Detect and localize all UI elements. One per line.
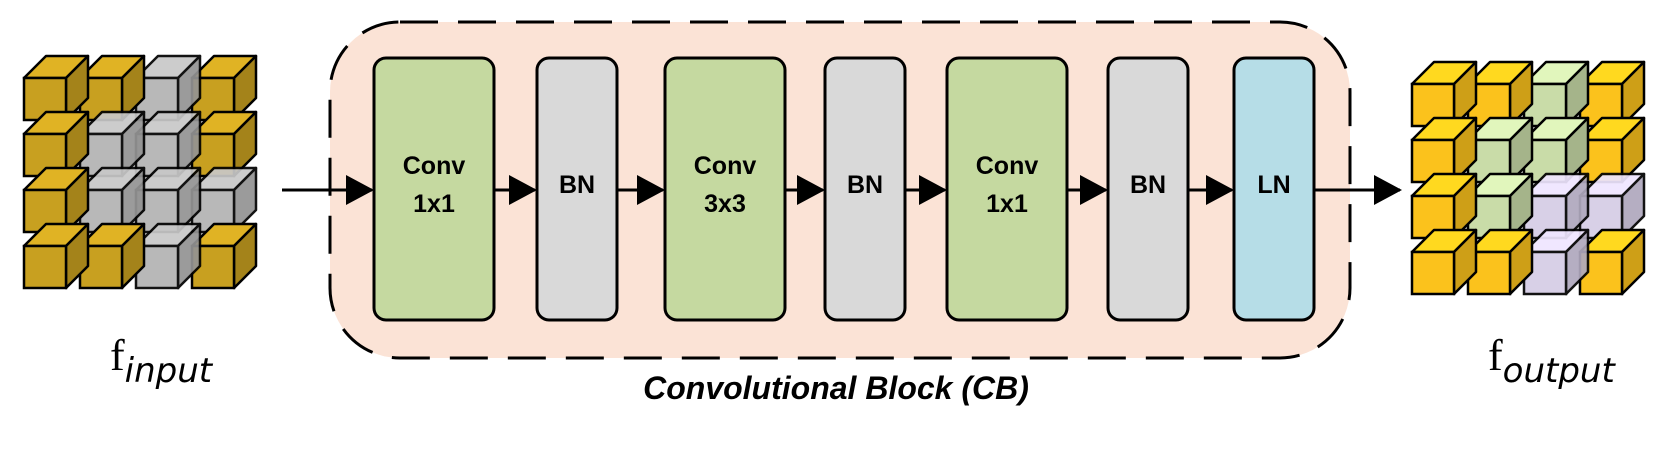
block-caption: Convolutional Block (CB) <box>643 370 1029 406</box>
output-cube-1-2 <box>1522 116 1590 184</box>
input-cube-0-1 <box>78 54 146 122</box>
arrow-input-head <box>346 175 374 205</box>
layer-label-1-line1: BN <box>558 171 596 199</box>
layer-label-0: Conv 1x1 <box>374 147 494 223</box>
layer-label-4-line2: 1x1 <box>986 190 1028 218</box>
output-cube-2-3 <box>1578 172 1646 240</box>
output-cube-1-0 <box>1410 116 1478 184</box>
input-cube-0-2 <box>134 54 202 122</box>
input-feature-cubes <box>22 54 258 290</box>
arrow-2-3-head <box>797 175 825 205</box>
output-label-sub: output <box>1502 351 1615 391</box>
arrow-5-6-head <box>1206 175 1234 205</box>
output-label-main: f <box>1488 331 1503 380</box>
layer-label-4: Conv 1x1 <box>947 147 1067 223</box>
input-cube-3-1 <box>78 222 146 290</box>
output-cube-0-2 <box>1522 60 1590 128</box>
arrow-3-4-head <box>919 175 947 205</box>
input-cube-3-3 <box>190 222 258 290</box>
arrow-0-1-head <box>509 175 537 205</box>
output-cube-3-3 <box>1578 228 1646 296</box>
layer-label-0-line1: Conv <box>402 152 466 180</box>
input-cube-1-2 <box>134 110 202 178</box>
input-cube-2-1 <box>78 166 146 234</box>
input-cube-2-3 <box>190 166 258 234</box>
output-feature-cubes <box>1410 60 1646 296</box>
output-cube-2-0 <box>1410 172 1478 240</box>
layer-label-2-line2: 3x3 <box>704 190 746 218</box>
output-cube-1-1 <box>1466 116 1534 184</box>
layer-label-1: BN <box>537 166 617 204</box>
input-cube-1-3 <box>190 110 258 178</box>
layer-label-2: Conv 3x3 <box>665 147 785 223</box>
layer-label-6-line1: LN <box>1257 171 1291 199</box>
arrow-4-5-head <box>1080 175 1108 205</box>
output-label: foutput <box>1488 330 1615 391</box>
arrow-output-head <box>1374 175 1402 205</box>
input-cube-2-2 <box>134 166 202 234</box>
layer-boxes <box>372 56 1316 322</box>
layer-label-0-line2: 1x1 <box>413 190 455 218</box>
layer-label-4-line1: Conv <box>975 152 1039 180</box>
output-cube-0-1 <box>1466 60 1534 128</box>
output-cube-2-2 <box>1522 172 1590 240</box>
input-cube-1-0 <box>22 110 90 178</box>
layer-label-2-line1: Conv <box>693 152 757 180</box>
output-cube-2-1 <box>1466 172 1534 240</box>
output-cube-3-2 <box>1522 228 1590 296</box>
flow-arrows <box>282 175 1402 205</box>
layer-label-5: BN <box>1108 166 1188 204</box>
input-label-sub: input <box>124 351 213 391</box>
input-cube-0-3 <box>190 54 258 122</box>
input-label-main: f <box>110 331 125 380</box>
output-cube-3-0 <box>1410 228 1478 296</box>
input-cube-3-0 <box>22 222 90 290</box>
input-cube-1-1 <box>78 110 146 178</box>
layer-label-3-line1: BN <box>846 171 884 199</box>
output-cube-3-1 <box>1466 228 1534 296</box>
output-cube-0-0 <box>1410 60 1478 128</box>
input-label: finput <box>110 330 212 391</box>
input-cube-0-0 <box>22 54 90 122</box>
layer-label-5-line1: BN <box>1129 171 1167 199</box>
output-cube-0-3 <box>1578 60 1646 128</box>
output-cube-1-3 <box>1578 116 1646 184</box>
arrow-1-2-head <box>637 175 665 205</box>
input-cube-3-2 <box>134 222 202 290</box>
input-cube-2-0 <box>22 166 90 234</box>
layer-label-3: BN <box>825 166 905 204</box>
layer-label-6: LN <box>1234 166 1314 204</box>
